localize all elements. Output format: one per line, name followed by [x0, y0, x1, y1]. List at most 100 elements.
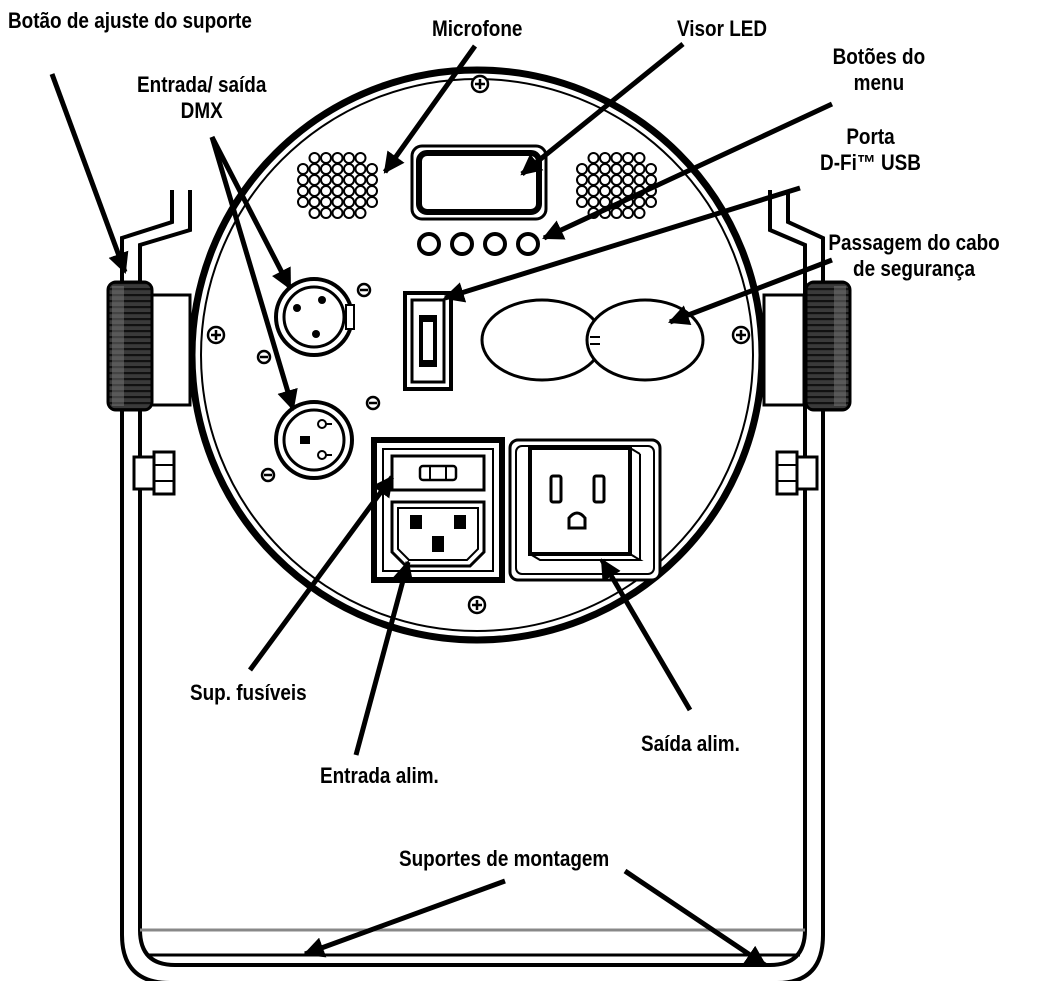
arrow-bracket-left: [303, 878, 506, 958]
label-dmx-line1: Entrada/ saída: [137, 72, 267, 97]
grille-hole: [576, 185, 588, 197]
menu-button-1[interactable]: [417, 232, 441, 256]
power-output-socket[interactable]: [528, 446, 644, 561]
grille-hole: [610, 163, 623, 175]
label-power-output: Saída alim.: [641, 731, 740, 756]
arrow-fuse-holder: [247, 475, 395, 672]
dmx-output-connector[interactable]: [274, 400, 354, 480]
arrow-power-input: [353, 559, 414, 756]
grille-hole: [645, 174, 657, 186]
mounting-bracket: [120, 190, 825, 981]
screw-dmx-2: [256, 349, 272, 365]
screw-dmx-3: [365, 395, 381, 411]
grille-hole: [320, 163, 332, 175]
grille-hole: [331, 207, 344, 219]
microphone-grille-right: [576, 152, 657, 219]
grille-hole: [331, 163, 344, 175]
grille-hole: [587, 196, 600, 208]
power-input-socket[interactable]: [390, 500, 486, 568]
label-dmx-line2: DMX: [180, 98, 223, 123]
grille-hole: [331, 152, 344, 164]
fuse-holder[interactable]: [390, 454, 486, 492]
label-safety-line1: Passagem do cabo: [828, 230, 1000, 255]
grille-hole: [297, 174, 309, 186]
grille-hole: [343, 152, 355, 164]
grille-hole: [308, 196, 321, 208]
grille-hole: [610, 152, 623, 164]
label-fuse-holder: Sup. fusíveis: [190, 680, 307, 705]
grille-hole: [308, 174, 321, 186]
grille-hole: [354, 196, 367, 208]
label-mounting-brackets: Suportes de montagem: [399, 846, 610, 871]
grille-hole: [308, 185, 321, 197]
label-usb-line1: Porta: [846, 124, 895, 149]
grille-hole: [599, 163, 611, 175]
arrow-bracket-knob: [49, 73, 129, 274]
grille-hole: [366, 174, 378, 186]
grille-hole: [320, 207, 332, 219]
label-usb-line2: D-Fi™ USB: [820, 150, 921, 175]
arrow-dmx-input: [209, 135, 293, 290]
grille-hole: [622, 207, 634, 219]
grille-hole: [645, 163, 657, 175]
label-bracket-knob: Botão de ajuste do suporte: [8, 8, 252, 33]
arrow-led-display: [520, 42, 685, 176]
menu-button-3[interactable]: [483, 232, 507, 256]
grille-hole: [343, 174, 355, 186]
arrow-safety-cable: [668, 257, 833, 326]
label-usb-port: Porta D-Fi™ USB: [806, 124, 935, 176]
grille-hole: [622, 174, 634, 186]
screw-dmx-1: [356, 282, 372, 298]
menu-buttons: [417, 232, 540, 256]
pivot-bolt-right: [775, 450, 819, 496]
menu-button-4[interactable]: [516, 232, 540, 256]
grille-hole: [343, 207, 355, 219]
label-menu-buttons-line2: menu: [853, 70, 905, 95]
grille-hole: [320, 152, 332, 164]
arrow-microphone: [382, 44, 478, 174]
menu-button-2[interactable]: [450, 232, 474, 256]
grille-hole: [610, 207, 623, 219]
screw-dmx-4: [260, 467, 276, 483]
label-safety-line2: de segurança: [853, 256, 976, 281]
grille-hole: [576, 196, 588, 208]
grille-hole: [633, 196, 646, 208]
grille-hole: [622, 163, 634, 175]
dmx-input-connector[interactable]: [274, 277, 355, 357]
grille-hole: [331, 185, 344, 197]
arrow-dmx-output: [209, 136, 298, 412]
grille-hole: [610, 174, 623, 186]
grille-hole: [331, 196, 344, 208]
grille-hole: [633, 163, 646, 175]
arrow-power-output: [599, 558, 693, 712]
grille-hole: [331, 174, 344, 186]
grille-hole: [610, 185, 623, 197]
grille-hole: [587, 163, 600, 175]
label-power-input: Entrada alim.: [320, 763, 439, 788]
grille-hole: [308, 207, 321, 219]
grille-hole: [599, 152, 611, 164]
grille-hole: [366, 185, 378, 197]
grille-hole: [320, 196, 332, 208]
grille-hole: [587, 152, 600, 164]
grille-hole: [576, 163, 588, 175]
screw-bottom: [467, 595, 487, 615]
grille-hole: [366, 163, 378, 175]
grille-hole: [633, 152, 646, 164]
label-menu-buttons: Botões do menu: [823, 44, 935, 96]
grille-hole: [297, 185, 309, 197]
usb-port[interactable]: [403, 291, 453, 391]
bracket-knob-left[interactable]: [106, 280, 192, 412]
grille-hole: [354, 185, 367, 197]
grille-hole: [587, 185, 600, 197]
grille-hole: [587, 174, 600, 186]
screw-top: [470, 74, 490, 94]
microphone-grille-left: [297, 152, 378, 219]
grille-hole: [354, 174, 367, 186]
grille-hole: [622, 152, 634, 164]
housing-screws: [206, 74, 751, 615]
bracket-knob-right[interactable]: [762, 280, 852, 412]
arrow-bracket-right: [623, 868, 767, 968]
